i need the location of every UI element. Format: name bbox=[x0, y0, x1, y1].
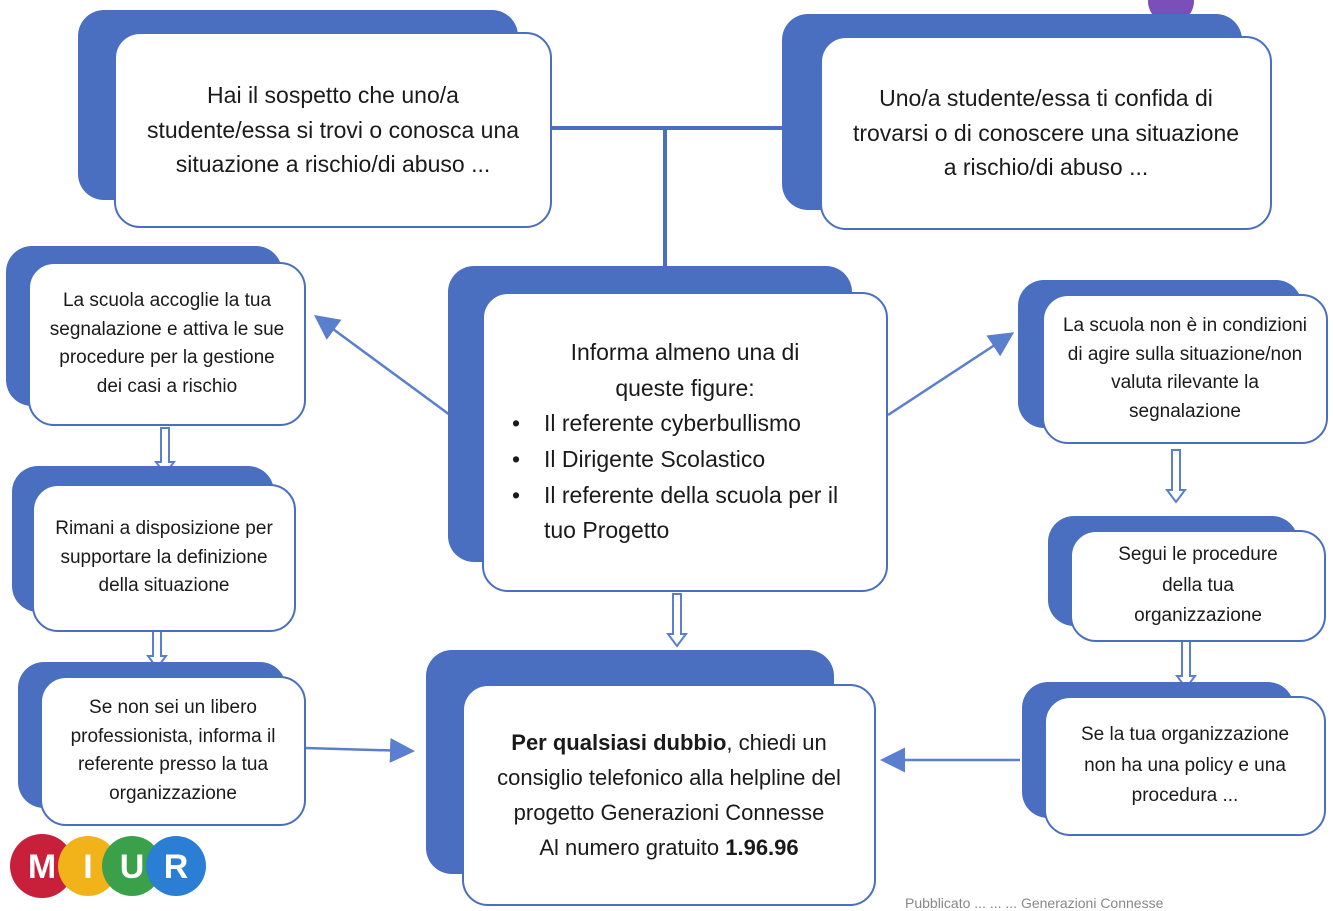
logo-circle-r bbox=[146, 836, 206, 896]
figure-item: Il referente della scuola per il tuo Pro… bbox=[506, 478, 864, 549]
logo-letter-r: R bbox=[164, 848, 189, 886]
follow-procedures-box: Segui le procedure della tua organizzazi… bbox=[1070, 530, 1326, 642]
confide-text: Uno/a studente/essa ti confida di trovar… bbox=[852, 85, 1240, 181]
inform-intro: Informa almeno una di queste figure: bbox=[570, 339, 800, 401]
logo-circle-m bbox=[10, 834, 74, 898]
suspicion-box: Hai il sospetto che uno/a studente/essa … bbox=[114, 32, 552, 228]
miur-logo: M I U R bbox=[10, 834, 206, 898]
logo-letter-m: M bbox=[28, 848, 56, 886]
suspicion-text: Hai il sospetto che uno/a studente/essa … bbox=[146, 82, 520, 178]
figure-item: Il referente cyberbullismo bbox=[506, 406, 864, 442]
logo-circle-i bbox=[58, 836, 118, 896]
block-arrow-center bbox=[666, 593, 688, 648]
stay-available-box: Rimani a disposizione per supportare la … bbox=[32, 484, 296, 632]
left3-to-bottom-arrow bbox=[304, 737, 415, 763]
helpline-number-label: Al numero gratuito bbox=[539, 835, 726, 861]
helpline-body: , chiedi un consiglio telefonico alla he… bbox=[497, 729, 841, 825]
helpline-text: Per qualsiasi dubbio, chiedi un consigli… bbox=[488, 725, 850, 866]
school-accepts-box: La scuola accoglie la tua segnalazione e… bbox=[28, 262, 306, 426]
inform-figures-box: Informa almeno una di queste figure: Il … bbox=[482, 292, 888, 592]
block-arrow-right-1 bbox=[1165, 449, 1187, 504]
no-policy-box: Se la tua organizzazione non ha una poli… bbox=[1044, 696, 1326, 836]
logo-letter-u: U bbox=[120, 848, 145, 886]
follow-procedures-text: Segui le procedure della tua organizzazi… bbox=[1118, 544, 1278, 627]
no-policy-text: Se la tua organizzazione non ha una poli… bbox=[1080, 724, 1290, 807]
figure-item: Il Dirigente Scolastico bbox=[506, 442, 864, 478]
logo-letter-i: I bbox=[83, 848, 92, 886]
confide-box: Uno/a studente/essa ti confida di trovar… bbox=[820, 36, 1272, 230]
helpline-bold-lead: Per qualsiasi dubbio bbox=[511, 729, 727, 755]
logo-circle-u bbox=[102, 836, 162, 896]
helpline-phone-number[interactable]: 1.96.96 bbox=[725, 835, 799, 861]
figures-list: Il referente cyberbullismo Il Dirigente … bbox=[506, 406, 864, 549]
center-to-right-arrow bbox=[887, 332, 1015, 417]
school-accepts-text: La scuola accoglie la tua segnalazione e… bbox=[49, 290, 285, 397]
school-cannot-act-text: La scuola non è in condizioni di agire s… bbox=[1062, 315, 1307, 422]
footer-text: Pubblicato ... ... ... Generazioni Conne… bbox=[905, 895, 1164, 911]
block-arrow-right-2 bbox=[1175, 639, 1197, 690]
helpline-box: Per qualsiasi dubbio, chiedi un consigli… bbox=[462, 684, 876, 906]
inform-referent-box: Se non sei un libero professionista, inf… bbox=[40, 676, 306, 826]
stay-available-text: Rimani a disposizione per supportare la … bbox=[55, 518, 273, 597]
inform-referent-text: Se non sei un libero professionista, inf… bbox=[70, 697, 276, 804]
center-to-left-arrow bbox=[313, 315, 451, 417]
school-cannot-act-box: La scuola non è in condizioni di agire s… bbox=[1042, 294, 1328, 444]
